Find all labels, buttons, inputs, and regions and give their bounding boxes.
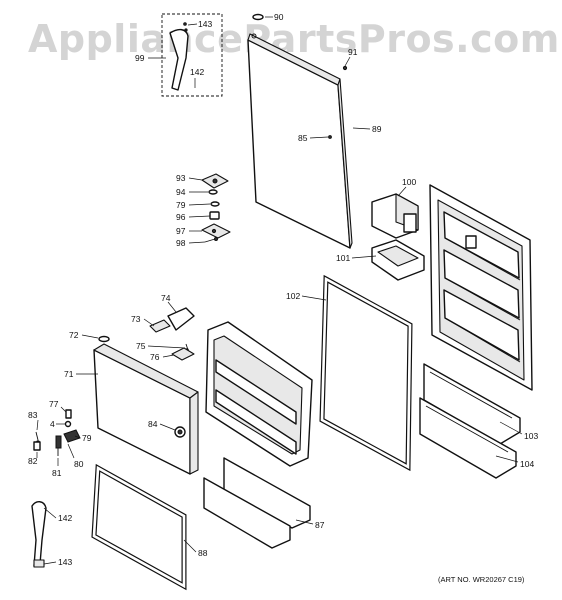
upper-handle-assembly <box>161 13 223 97</box>
callout-74: 74 <box>161 293 171 303</box>
callout-91: 91 <box>348 47 358 57</box>
callout-80: 80 <box>74 459 84 469</box>
upper-door-outer-panel <box>247 33 353 249</box>
door-bin-upper <box>423 363 521 445</box>
upper-door-liner <box>429 184 533 391</box>
callout-100: 100 <box>402 177 416 187</box>
callout-77: 77 <box>49 399 59 409</box>
callout-84: 84 <box>148 419 158 429</box>
freezer-hinge-parts <box>149 307 195 361</box>
hinge-bracket-stack <box>201 173 231 243</box>
leader-lines <box>36 16 523 565</box>
freezer-door-liner <box>205 321 313 467</box>
watermark-text: AppliancePartsPros.com <box>28 17 560 61</box>
freezer-gasket <box>91 463 187 591</box>
door-bin-lower <box>419 397 517 479</box>
freezer-drawer-front <box>93 343 199 475</box>
freezer-hardware <box>33 409 81 456</box>
callout-89: 89 <box>372 124 382 134</box>
callout-97: 97 <box>176 226 186 236</box>
callout-81: 81 <box>52 468 62 478</box>
callout-99: 99 <box>135 53 145 63</box>
callout-142-lower: 142 <box>58 513 72 523</box>
callout-93: 93 <box>176 173 186 183</box>
callout-96: 96 <box>176 212 186 222</box>
freezer-hinge-cap <box>98 335 110 343</box>
callout-88: 88 <box>198 548 208 558</box>
callout-104: 104 <box>520 459 534 469</box>
freezer-bin-upper <box>223 457 311 529</box>
freezer-handle <box>31 501 47 568</box>
callout-76: 76 <box>150 352 160 362</box>
callout-4: 4 <box>50 419 55 429</box>
art-number: (ART NO. WR20267 C19) <box>438 575 525 584</box>
dairy-bin <box>371 239 425 281</box>
callout-79-upper: 79 <box>176 200 186 210</box>
freezer-bin-lower <box>203 477 291 549</box>
callout-83: 83 <box>28 410 38 420</box>
screw-91 <box>342 65 348 71</box>
callout-143: 143 <box>198 19 212 29</box>
callout-98: 98 <box>176 238 186 248</box>
callout-103: 103 <box>524 431 538 441</box>
callout-101: 101 <box>336 253 350 263</box>
callout-142: 142 <box>190 67 204 77</box>
hinge-cap <box>252 13 264 21</box>
callout-85: 85 <box>298 133 308 143</box>
callout-79-lower: 79 <box>82 433 92 443</box>
upper-door-gasket <box>319 274 413 472</box>
dairy-compartment-door <box>371 193 419 239</box>
callout-143-lower: 143 <box>58 557 72 567</box>
callout-102: 102 <box>286 291 300 301</box>
callout-94: 94 <box>176 187 186 197</box>
callout-75: 75 <box>136 341 146 351</box>
callout-90: 90 <box>274 12 284 22</box>
callout-labels: 90 143 91 99 142 85 89 93 94 79 96 97 98… <box>28 12 538 567</box>
callout-71: 71 <box>64 369 74 379</box>
callout-82: 82 <box>28 456 38 466</box>
callout-87: 87 <box>315 520 325 530</box>
callout-72: 72 <box>69 330 79 340</box>
callout-73: 73 <box>131 314 141 324</box>
